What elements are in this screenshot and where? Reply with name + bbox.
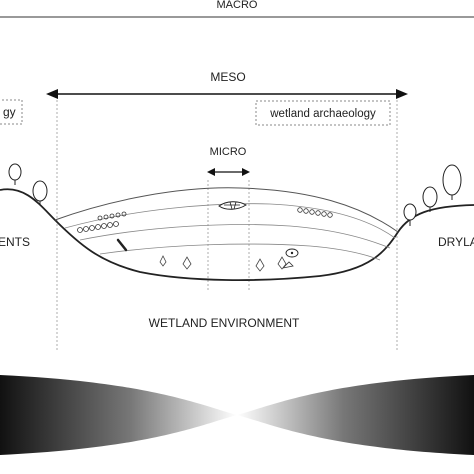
footprint-icon	[159, 255, 287, 272]
wooden-stake-icon	[116, 238, 128, 252]
peat-layer-3	[99, 243, 381, 261]
peat-layer-1	[64, 203, 396, 239]
micro-guides	[207, 180, 250, 292]
peat-layer-2	[79, 224, 391, 249]
tree-icon	[8, 163, 48, 205]
gradient-wedge-left	[0, 375, 237, 455]
wetland-archaeology-box	[255, 100, 391, 126]
wooden-object-icon	[281, 261, 294, 269]
micro-arrow	[207, 168, 250, 176]
micro-label: MICRO	[210, 146, 247, 158]
wetland-mound	[54, 187, 399, 233]
meso-label: MESO	[210, 70, 245, 84]
gradient-wedge-right	[237, 375, 474, 455]
meso-arrow	[46, 89, 408, 99]
trackway-posts-right	[297, 207, 333, 218]
meso-guides	[56, 100, 398, 352]
environment-label: WETLAND ENVIRONMENT	[149, 316, 300, 330]
left-box-label: gy	[3, 105, 16, 119]
log-boat-icon	[218, 201, 247, 210]
tree-icon	[403, 164, 462, 226]
wetland-archaeology-label: wetland archaeology	[269, 108, 376, 120]
pot-icon	[285, 248, 299, 258]
right-side-label: DRYLA	[438, 235, 474, 249]
left-side-label: ENTS	[0, 235, 30, 249]
trackway-posts-left	[77, 211, 127, 233]
macro-label: MACRO	[217, 0, 258, 11]
left-dashed-box	[0, 99, 23, 125]
ground-profile	[0, 188, 474, 281]
